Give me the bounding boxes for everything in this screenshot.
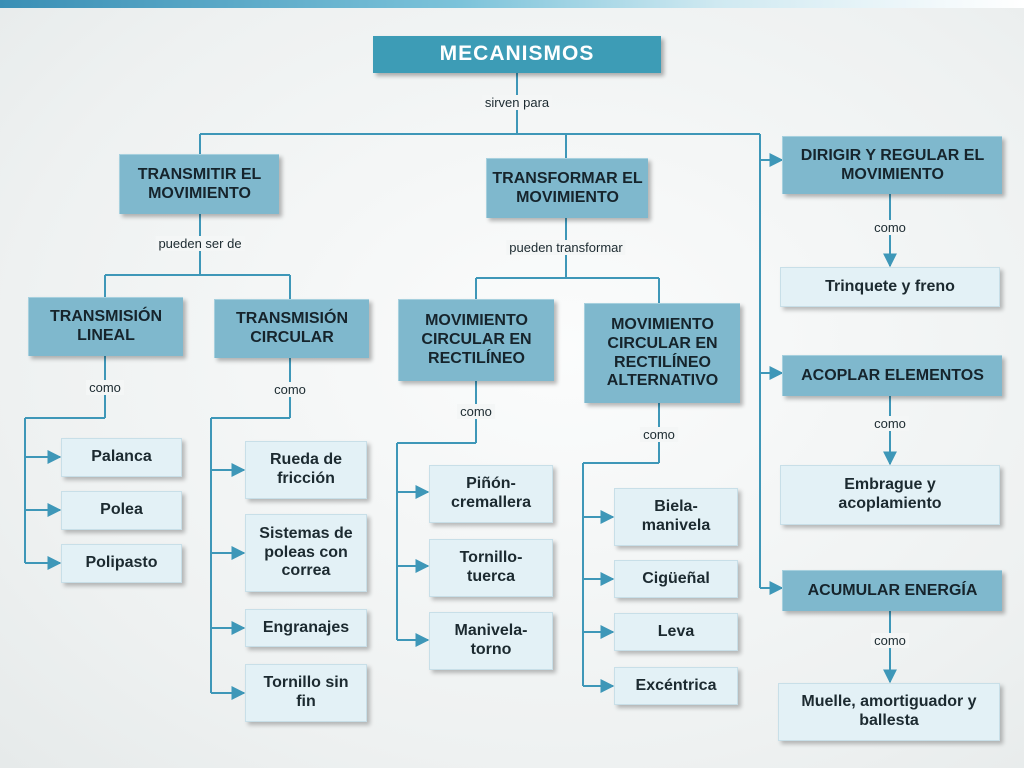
example-palanca-label: Palanca — [91, 448, 152, 466]
example-polipasto-label: Polipasto — [85, 554, 158, 572]
label-como-acumular: como — [871, 633, 909, 648]
label-como-circular: como — [271, 382, 309, 397]
example-embrague-y-acoplamiento-label: Embrague y acoplamiento — [838, 476, 942, 512]
label-como-acoplar: como — [871, 416, 909, 431]
subcategory-circ-rect-label: MOVIMIENTO CIRCULAR EN RECTILÍNEO — [421, 312, 532, 367]
example-sistemas-de-poleas: Sistemas de poleas con correa — [245, 514, 367, 592]
label-como-dirigir: como — [871, 220, 909, 235]
category-acoplar: ACOPLAR ELEMENTOS — [782, 355, 1002, 396]
category-dirigir-label: DIRIGIR Y REGULAR EL MOVIMIENTO — [800, 146, 985, 183]
subcategory-circ-rect-alt-label: MOVIMIENTO CIRCULAR EN RECTILÍNEO ALTERN… — [606, 315, 719, 390]
example-rueda-de-friccion: Rueda de fricción — [245, 441, 367, 499]
example-leva: Leva — [614, 613, 738, 651]
example-manivela-torno: Manivela-torno — [429, 612, 553, 670]
example-polea-label: Polea — [100, 501, 143, 519]
label-sirven-para: sirven para — [481, 95, 553, 110]
top-accent-bar — [0, 0, 1024, 8]
category-transformar: TRANSFORMAR EL MOVIMIENTO — [486, 158, 648, 218]
example-tornillo-tuerca: Tornillo-tuerca — [429, 539, 553, 597]
example-tornillo-tuerca-label: Tornillo-tuerca — [459, 549, 523, 585]
category-acoplar-label: ACOPLAR ELEMENTOS — [801, 366, 984, 384]
category-transmitir: TRANSMITIR EL MOVIMIENTO — [119, 154, 279, 214]
example-ciguenal-label: Cigüeñal — [642, 569, 710, 587]
example-trinquete-y-freno-label: Trinquete y freno — [825, 277, 955, 295]
example-excentrica-label: Excéntrica — [635, 676, 717, 694]
title-box: MECANISMOS — [373, 36, 661, 73]
example-pinon-cremallera: Piñón-cremallera — [429, 465, 553, 523]
example-engranajes: Engranajes — [245, 609, 367, 647]
subcategory-circular: TRANSMISIÓN CIRCULAR — [214, 299, 369, 358]
example-biela-manivela: Biela-manivela — [614, 488, 738, 546]
example-leva-label: Leva — [657, 622, 695, 640]
example-pinon-cremallera-label: Piñón-cremallera — [450, 475, 532, 511]
example-embrague-y-acoplamiento: Embrague y acoplamiento — [780, 465, 1000, 525]
example-muelle-amortiguador-ballesta: Muelle, amortiguador y ballesta — [778, 683, 1000, 741]
subcategory-circ-rect: MOVIMIENTO CIRCULAR EN RECTILÍNEO — [398, 299, 554, 381]
example-excentrica: Excéntrica — [614, 667, 738, 705]
example-polea: Polea — [61, 491, 182, 530]
example-sistemas-de-poleas-label: Sistemas de poleas con correa — [259, 524, 353, 580]
label-como-circ-rect: como — [457, 404, 495, 419]
title-text: MECANISMOS — [439, 42, 595, 66]
category-dirigir: DIRIGIR Y REGULAR EL MOVIMIENTO — [782, 136, 1002, 194]
subcategory-lineal: TRANSMISIÓN LINEAL — [28, 297, 183, 356]
label-como-lineal: como — [86, 380, 124, 395]
example-polipasto: Polipasto — [61, 544, 182, 583]
example-muelle-amortiguador-ballesta-label: Muelle, amortiguador y ballesta — [801, 693, 977, 729]
category-acumular-label: ACUMULAR ENERGÍA — [807, 581, 978, 599]
example-tornillo-sin-fin-label: Tornillo sin fin — [263, 674, 349, 710]
example-ciguenal: Cigüeñal — [614, 560, 738, 598]
example-manivela-torno-label: Manivela-torno — [454, 622, 528, 658]
category-transformar-label: TRANSFORMAR EL MOVIMIENTO — [492, 169, 643, 206]
label-pueden-transformar: pueden transformar — [506, 240, 626, 255]
label-como-circ-rect-alt: como — [640, 427, 678, 442]
label-pueden-ser-de: pueden ser de — [155, 236, 245, 251]
example-trinquete-y-freno: Trinquete y freno — [780, 267, 1000, 307]
category-acumular: ACUMULAR ENERGÍA — [782, 570, 1002, 611]
subcategory-lineal-label: TRANSMISIÓN LINEAL — [50, 308, 162, 344]
example-rueda-de-friccion-label: Rueda de fricción — [269, 451, 342, 487]
example-tornillo-sin-fin: Tornillo sin fin — [245, 664, 367, 722]
example-biela-manivela-label: Biela-manivela — [641, 498, 711, 534]
example-palanca: Palanca — [61, 438, 182, 477]
category-transmitir-label: TRANSMITIR EL MOVIMIENTO — [137, 165, 262, 202]
example-engranajes-label: Engranajes — [262, 618, 350, 636]
subcategory-circular-label: TRANSMISIÓN CIRCULAR — [236, 310, 348, 346]
subcategory-circ-rect-alt: MOVIMIENTO CIRCULAR EN RECTILÍNEO ALTERN… — [584, 303, 740, 403]
